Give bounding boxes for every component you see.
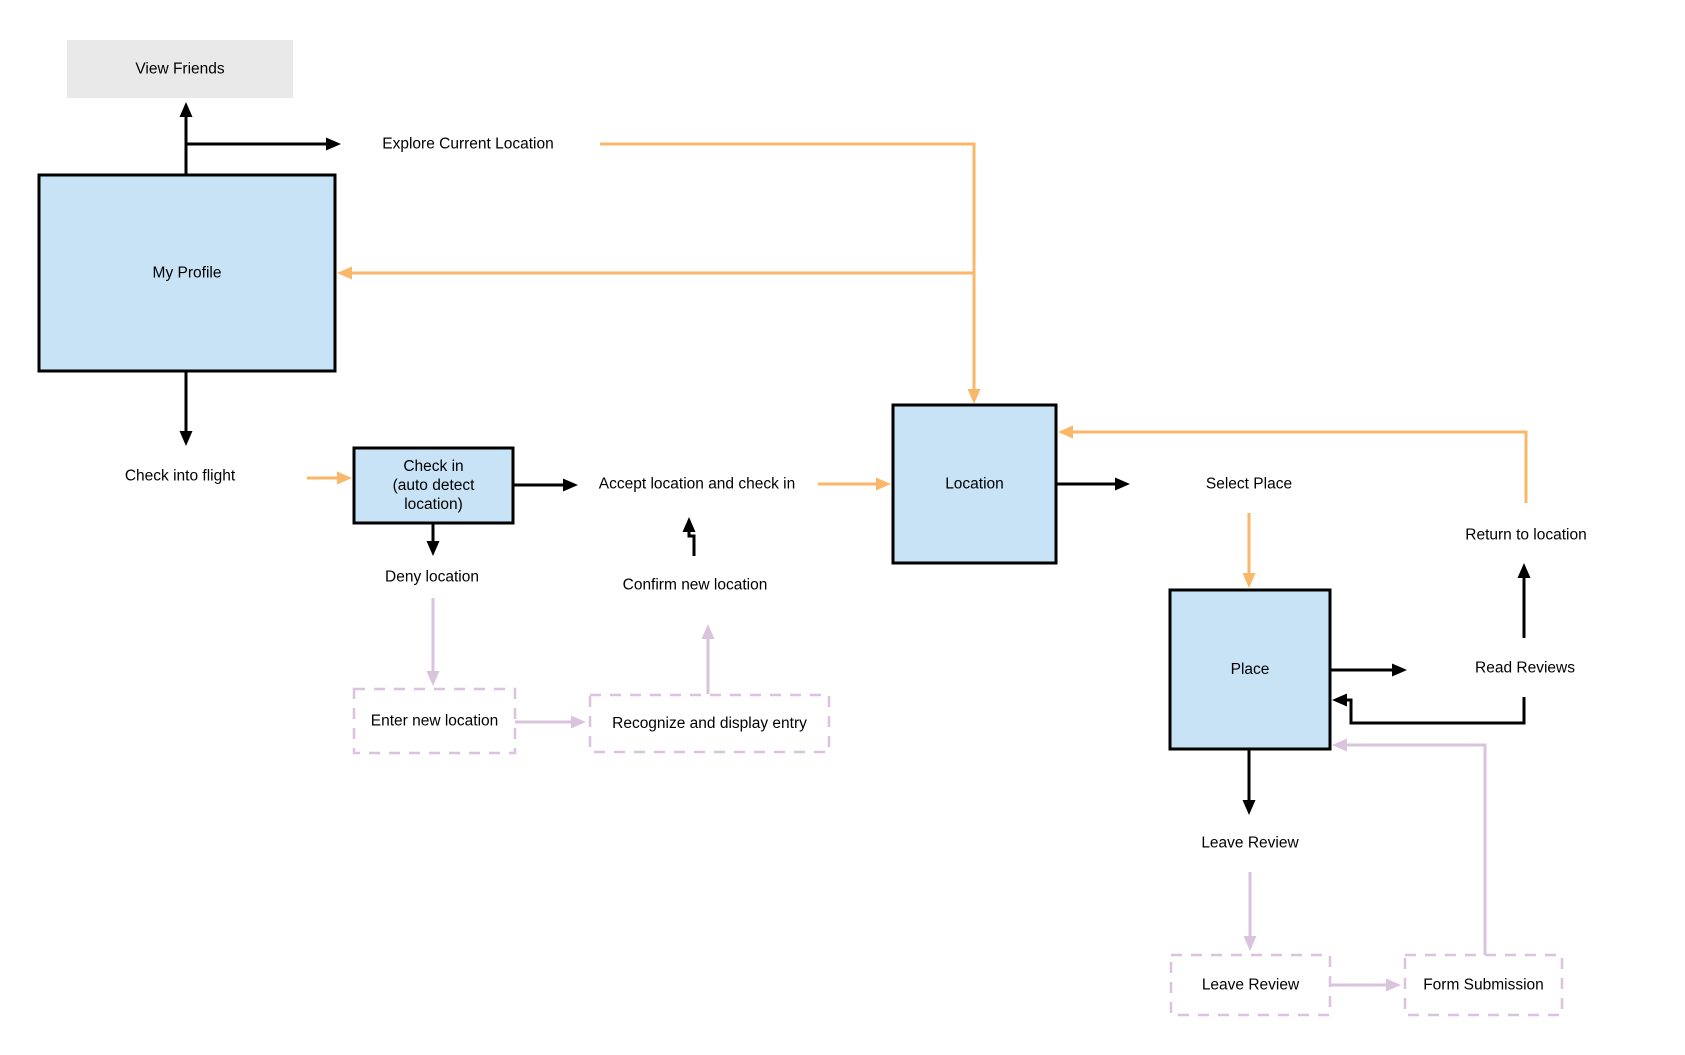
- edge-profile-to-explore: [186, 137, 341, 151]
- node-view-friends: View Friends: [67, 40, 293, 98]
- node-shape-place: [1168, 588, 1332, 751]
- node-place: Place: [1168, 588, 1332, 751]
- arrowhead: [701, 624, 715, 639]
- edge-return-to-location-edge: [1058, 425, 1528, 503]
- label-accept-location-check-in: Accept location and check in: [599, 476, 795, 493]
- arrowhead: [326, 137, 341, 151]
- label-explore-current-location: Explore Current Location: [382, 136, 553, 153]
- arrowhead: [426, 671, 440, 686]
- arrowhead: [179, 431, 193, 446]
- node-label-location: Location: [945, 476, 1004, 493]
- node-label-place: Place: [1231, 661, 1270, 678]
- edge-leave-step-to-form: [1330, 978, 1401, 992]
- edge-flight-to-check-in: [307, 471, 352, 485]
- arrowhead: [1242, 800, 1256, 815]
- node-shape-enter-new-location: [352, 687, 517, 755]
- edge-deny-to-enter-new: [426, 598, 440, 686]
- label-confirm-new-location: Confirm new location: [623, 577, 768, 594]
- node-enter-new-location: Enter new location: [352, 687, 517, 755]
- node-recognize-display: Recognize and display entry: [588, 693, 831, 754]
- edge-form-to-place: [1332, 738, 1487, 955]
- arrowhead: [1517, 563, 1531, 578]
- edge-check-in-to-deny: [426, 523, 440, 556]
- edge-leave-label-to-leave-step: [1243, 872, 1257, 951]
- arrowhead: [1392, 663, 1407, 677]
- edge-junction-to-profile: [337, 266, 974, 280]
- label-leave-review-label: Leave Review: [1201, 835, 1299, 852]
- arrowhead: [1332, 738, 1347, 752]
- node-label-my-profile: My Profile: [153, 265, 222, 282]
- node-shape-my-profile: [37, 173, 337, 373]
- edge-confirm-to-accept: [682, 517, 696, 556]
- label-check-into-flight: Check into flight: [125, 468, 236, 485]
- arrowhead: [571, 715, 586, 729]
- node-shape-check-in: [352, 446, 515, 525]
- arrowhead: [426, 541, 440, 556]
- edge-place-to-read-reviews: [1330, 663, 1407, 677]
- edge-profile-to-check-into-flight: [179, 371, 193, 446]
- label-read-reviews: Read Reviews: [1475, 660, 1575, 677]
- edge-recognize-to-confirm: [701, 624, 715, 694]
- arrowhead: [967, 389, 981, 404]
- node-shape-recognize-display: [588, 693, 831, 754]
- node-label-form-submission: Form Submission: [1423, 977, 1544, 994]
- arrowhead: [179, 102, 193, 117]
- arrowhead: [1115, 477, 1130, 491]
- edge-enter-new-to-recognize: [515, 715, 586, 729]
- edge-read-reviews-to-return: [1517, 563, 1531, 638]
- arrowhead: [1058, 425, 1073, 439]
- arrowhead: [1242, 573, 1256, 588]
- edge-explore-to-location: [600, 142, 981, 404]
- edge-accept-to-location: [818, 477, 891, 491]
- arrowhead: [682, 517, 696, 532]
- label-return-to-location: Return to location: [1465, 527, 1587, 544]
- node-label-recognize-display: Recognize and display entry: [612, 715, 807, 732]
- edge-read-reviews-to-place: [1332, 693, 1526, 725]
- edge-profile-to-view-friends: [179, 102, 193, 175]
- edge-location-to-select-place: [1056, 477, 1130, 491]
- arrowhead: [563, 478, 578, 492]
- node-form-submission: Form Submission: [1403, 953, 1564, 1017]
- node-shape-leave-review-step: [1169, 953, 1332, 1017]
- node-label-leave-review-step: Leave Review: [1202, 977, 1300, 994]
- arrowhead: [337, 471, 352, 485]
- node-label-enter-new-location: Enter new location: [371, 713, 499, 730]
- node-label-view-friends: View Friends: [135, 61, 225, 78]
- node-shape-location: [891, 403, 1058, 565]
- node-my-profile: My Profile: [37, 173, 337, 373]
- label-deny-location: Deny location: [385, 569, 479, 586]
- edge-select-place-to-place: [1242, 513, 1256, 588]
- arrowhead: [1332, 693, 1347, 707]
- arrowhead: [1243, 936, 1257, 951]
- node-location: Location: [891, 403, 1058, 565]
- arrowhead: [876, 477, 891, 491]
- arrowhead: [337, 266, 352, 280]
- node-shape-view-friends: [67, 40, 293, 98]
- edge-place-to-leave-review: [1242, 749, 1256, 815]
- label-select-place: Select Place: [1206, 476, 1292, 493]
- arrowhead: [1386, 978, 1401, 992]
- node-leave-review-step: Leave Review: [1169, 953, 1332, 1017]
- edge-check-in-to-accept: [513, 478, 578, 492]
- node-shape-form-submission: [1403, 953, 1564, 1017]
